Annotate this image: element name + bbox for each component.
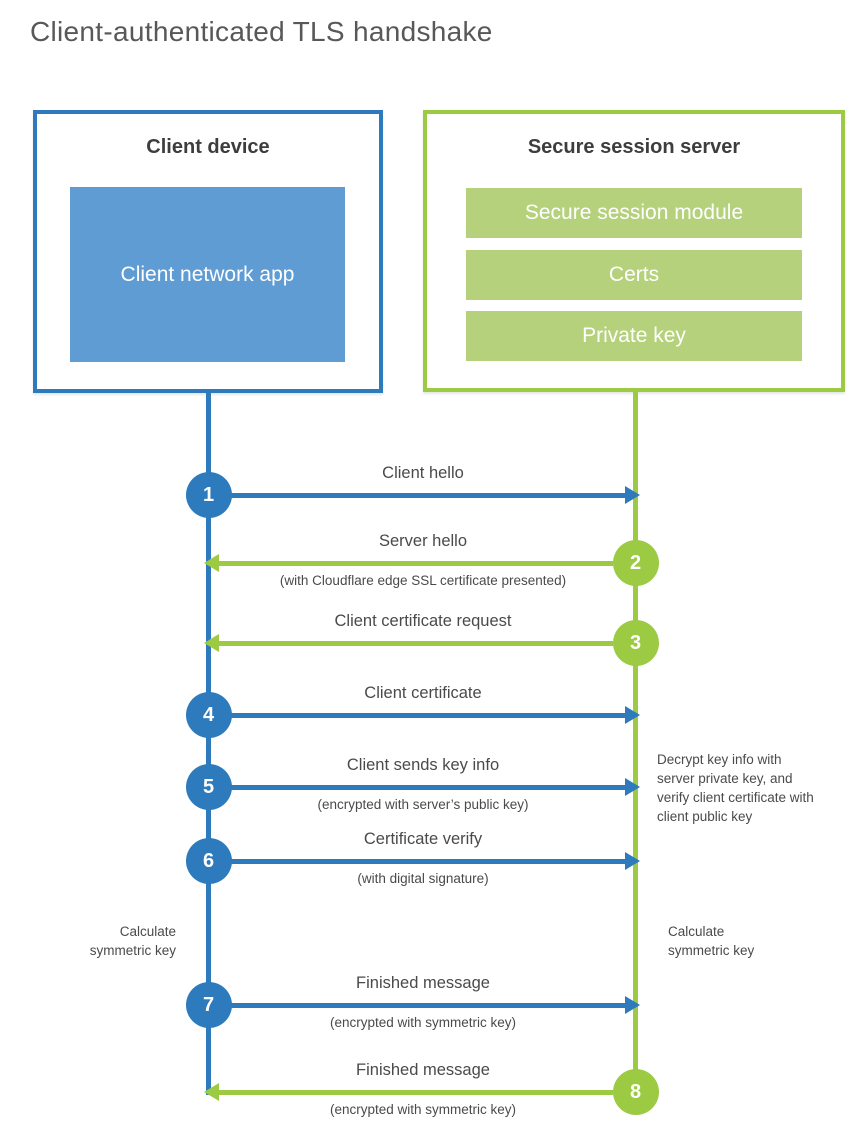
client-device-title: Client device <box>146 136 270 158</box>
step-2-sublabel: (with Cloudflare edge SSL certificate pr… <box>279 573 567 588</box>
step-8-sublabel: (encrypted with symmetric key) <box>329 1102 517 1117</box>
secure-session-server-box: Secure session server Secure session mod… <box>423 110 845 392</box>
step-2-marker: 2 <box>612 540 659 586</box>
client-device-box: Client device Client network app <box>33 110 383 393</box>
step-5-label: Client sends key info <box>346 756 500 774</box>
step-5-arrowhead-right-icon <box>625 778 640 796</box>
step-8-label: Finished message <box>356 1061 490 1079</box>
page-title: Client-authenticated TLS handshake <box>30 16 493 47</box>
step-2-label: Server hello <box>378 532 468 550</box>
client-lifeline <box>206 389 211 1095</box>
step-6-arrowhead-right-icon <box>625 852 640 870</box>
server-calculate-symmetric-key-note: Calculate symmetric key <box>668 924 755 958</box>
server-decrypt-note: Decrypt key info with server private key… <box>657 752 814 824</box>
step-3-label: Client certificate request <box>334 612 512 630</box>
step-6-marker: 6 <box>185 838 232 884</box>
secure-session-server-title: Secure session server <box>527 136 741 158</box>
step-7-label: Finished message <box>356 974 490 992</box>
step-4-arrowhead-right-icon <box>625 706 640 724</box>
server-module-3: Private key <box>466 311 802 361</box>
step-1-arrowhead-right-icon <box>625 486 640 504</box>
step-8-marker: 8 <box>612 1069 659 1115</box>
step-5-marker: 5 <box>185 764 232 810</box>
step-4-arrow-line <box>230 713 625 718</box>
step-3-arrowhead-left-icon <box>204 634 219 652</box>
step-4-label: Client certificate <box>364 684 482 702</box>
step-8-arrowhead-left-icon <box>204 1083 219 1101</box>
step-7-arrow-line <box>230 1003 625 1008</box>
step-3-arrow-line <box>219 641 613 646</box>
step-6-sublabel: (with digital signature) <box>357 871 489 886</box>
step-6-label: Certificate verify <box>363 830 483 848</box>
step-1-arrow-line <box>230 493 625 498</box>
step-5-arrow-line <box>230 785 625 790</box>
client-network-app-box: Client network app <box>70 187 345 362</box>
server-module-2: Certs <box>466 250 802 300</box>
step-7-sublabel: (encrypted with symmetric key) <box>329 1015 517 1030</box>
step-6-arrow-line <box>230 859 625 864</box>
step-2-arrow-line <box>219 561 613 566</box>
step-7-arrowhead-right-icon <box>625 996 640 1014</box>
server-module-1: Secure session module <box>466 188 802 238</box>
step-4-marker: 4 <box>185 692 232 738</box>
step-3-marker: 3 <box>612 620 659 666</box>
step-7-marker: 7 <box>185 982 232 1028</box>
client-calculate-symmetric-key-note: Calculate symmetric key <box>89 924 176 958</box>
server-lifeline <box>633 388 638 1093</box>
step-2-arrowhead-left-icon <box>204 554 219 572</box>
step-1-marker: 1 <box>185 472 232 518</box>
step-8-arrow-line <box>219 1090 613 1095</box>
step-1-label: Client hello <box>382 464 464 482</box>
client-network-app-label: Client network app <box>120 262 295 286</box>
step-5-sublabel: (encrypted with server’s public key) <box>317 797 529 812</box>
